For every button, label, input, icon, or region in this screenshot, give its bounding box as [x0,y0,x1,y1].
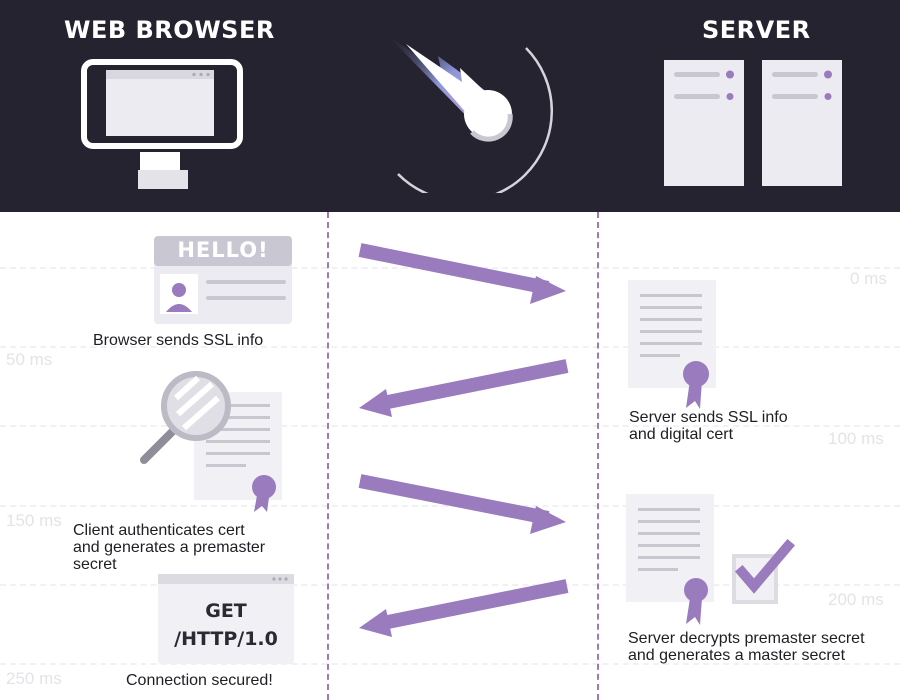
arrow-icon [359,579,569,637]
timeline-gridline [0,425,900,427]
timeline-label: 250 ms [6,669,62,688]
server-title: SERVER [702,16,811,44]
hello-card [154,236,292,324]
ribbon-seal-icon [252,475,276,512]
caption-browser-sends: Browser sends SSL info [93,332,264,349]
timeline-gridline [0,663,900,665]
arrow-icon [358,474,566,534]
timeline-label: 50 ms [6,350,53,369]
arrow-icon [359,359,569,417]
caption-connection: Connection secured! [126,672,273,689]
document-icon [628,280,716,409]
timeline-label: 100 ms [828,429,884,448]
caption-client-auth: Client authenticates cert and generates … [73,522,266,573]
timeline-label: 0 ms [850,269,887,288]
caption-server-decrypts: Server decrypts premaster secret and gen… [628,630,865,664]
ribbon-seal-icon [683,361,709,409]
browser-divider [327,212,329,700]
server-icon [664,60,842,186]
request-window [158,574,294,664]
get-request-text: GET /HTTP/1.0 [174,600,278,650]
arrow-icon [358,243,566,304]
timeline-label: 200 ms [828,590,884,609]
checkmark-icon [732,538,796,604]
timeline-label: 150 ms [6,511,62,530]
monitor-icon [81,59,243,189]
timeline-gridline [0,584,900,586]
ribbon-seal-icon [684,578,708,625]
timeline-gridline [0,346,900,348]
comet-icon [384,32,554,193]
magnifier-icon [140,371,231,464]
hello-card-text: HELLO! [177,238,269,262]
timeline-gridline [0,505,900,507]
client-auth-illustration [140,371,282,512]
caption-server-sends: Server sends SSL info and digital cert [629,409,788,443]
server-decrypt-illustration [626,494,796,625]
browser-title: WEB BROWSER [64,16,275,44]
server-divider [597,212,599,700]
